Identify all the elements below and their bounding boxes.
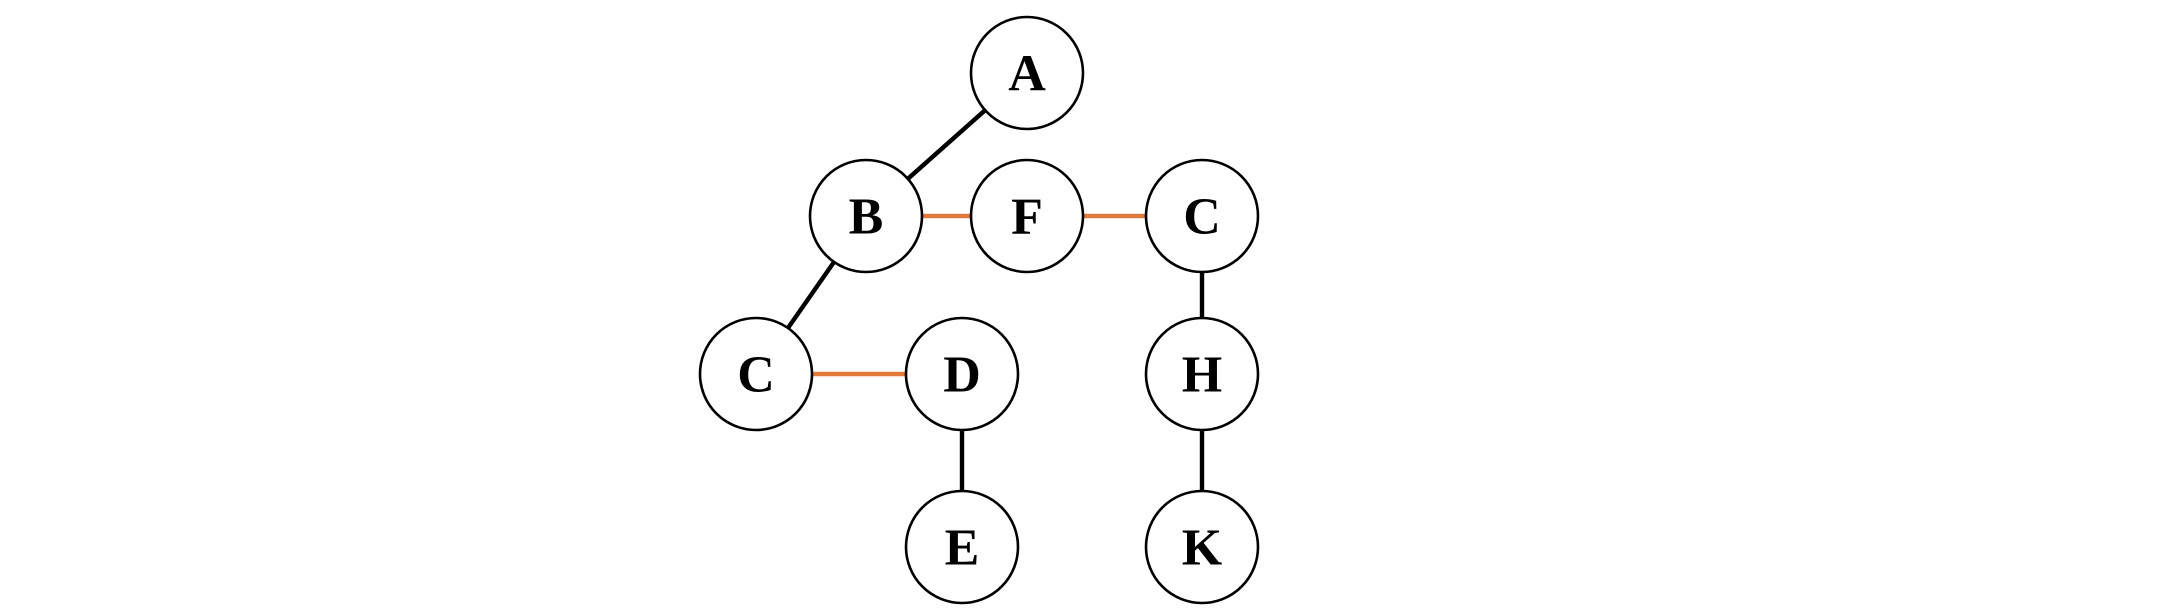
node-label-n3: F — [1011, 189, 1043, 246]
graph-edge-b-c — [786, 260, 836, 330]
graph-node-n8[interactable]: E — [904, 489, 1020, 605]
node-label-n2: B — [849, 189, 884, 246]
graph-node-n1[interactable]: A — [969, 15, 1085, 131]
node-circle-n2[interactable] — [808, 158, 924, 274]
graph-node-n5[interactable]: C — [698, 316, 814, 432]
node-circle-n9[interactable] — [1144, 489, 1260, 605]
graph-node-n4[interactable]: C — [1144, 158, 1260, 274]
edge-layer — [786, 108, 1205, 491]
node-circle-n4[interactable] — [1144, 158, 1260, 274]
node-label-n4: C — [1183, 189, 1221, 246]
node-circle-n6[interactable] — [904, 316, 1020, 432]
graph-node-n2[interactable]: B — [808, 158, 924, 274]
node-circle-n8[interactable] — [904, 489, 1020, 605]
graph-node-n3[interactable]: F — [969, 158, 1085, 274]
node-label-n1: A — [1008, 46, 1046, 103]
graph-node-n7[interactable]: H — [1144, 316, 1260, 432]
graph-node-n9[interactable]: K — [1144, 489, 1260, 605]
node-label-n8: E — [945, 520, 980, 577]
graph-node-n6[interactable]: D — [904, 316, 1020, 432]
node-layer: A B F C C D H E K — [698, 15, 1260, 605]
node-circle-n5[interactable] — [698, 316, 814, 432]
node-circle-n7[interactable] — [1144, 316, 1260, 432]
graph-edge-b-a — [906, 108, 987, 181]
node-label-n5: C — [737, 347, 775, 404]
node-label-n9: K — [1182, 520, 1223, 577]
node-label-n7: H — [1182, 347, 1222, 404]
node-circle-n1[interactable] — [969, 15, 1085, 131]
node-circle-n3[interactable] — [969, 158, 1085, 274]
node-label-n6: D — [943, 347, 981, 404]
